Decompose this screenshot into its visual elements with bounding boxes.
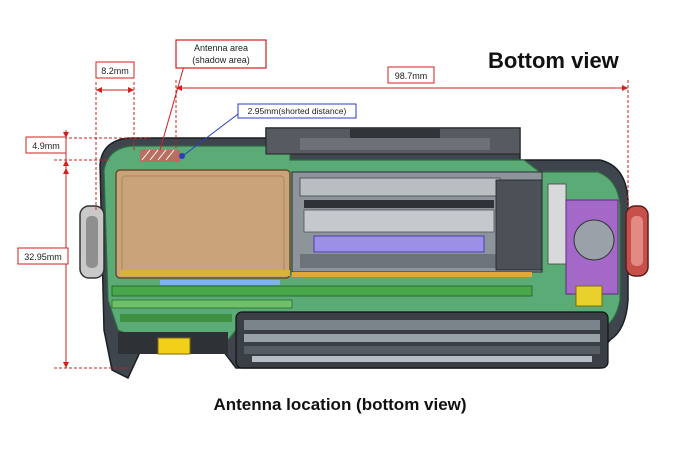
dim-8-2-label: 8.2mm — [101, 66, 129, 76]
pcb-second — [111, 299, 293, 309]
lcd-glass — [252, 356, 592, 362]
figure-caption: Antenna location (bottom view) — [213, 395, 467, 414]
right-strap-lug-inner — [631, 216, 643, 266]
top-cap — [350, 128, 440, 138]
dim-4-9-box — [25, 136, 67, 154]
dim-98-7-label: 98.7mm — [395, 71, 428, 81]
camera-body — [79, 127, 649, 380]
blue-strip — [160, 280, 280, 285]
lcd-layer-1 — [244, 320, 600, 330]
pcb-main — [111, 285, 533, 297]
left-strap-lug-inner — [86, 216, 98, 268]
yellow-component — [575, 285, 603, 307]
mechanism-side-block — [495, 179, 543, 271]
mechanism-top — [299, 177, 501, 197]
dim-4-9-label: 4.9mm — [32, 141, 60, 151]
arrow-32-95-top — [63, 168, 69, 174]
mechanism-dark-bar — [304, 200, 494, 208]
antenna-area-line2: (shadow area) — [192, 55, 250, 65]
antenna-shadow-area — [140, 150, 180, 162]
arrow-8-2-left — [96, 87, 102, 93]
dim-32-95-box — [17, 247, 69, 265]
arrow-98-7-left — [176, 85, 182, 91]
pcb-third — [120, 314, 232, 322]
mechanism-lower — [300, 254, 500, 268]
sensor-strip — [313, 235, 485, 253]
antenna-area-line1: Antenna area — [194, 43, 248, 53]
mechanism-mid — [303, 209, 495, 233]
connector-strip — [120, 270, 290, 276]
arrow-8-2-right — [128, 87, 134, 93]
dim-8-2-box — [95, 61, 135, 79]
view-title: Bottom view — [488, 48, 619, 73]
mechanism-side-detail — [547, 183, 567, 265]
lcd-layer-3 — [244, 346, 600, 354]
dimension-lines — [54, 80, 629, 369]
arrow-4-9-bottom — [63, 160, 69, 166]
antenna-area-box — [175, 39, 267, 69]
yellow-connector — [157, 337, 191, 355]
top-block-inner — [300, 138, 490, 150]
flex-cable — [292, 272, 532, 277]
dimension-arrows — [63, 85, 628, 368]
shortest-distance-label: 2.95mm(shorted distance) — [248, 106, 347, 116]
dim-32-95-label: 32.95mm — [24, 252, 62, 262]
arrow-4-9-top — [63, 132, 69, 138]
arrow-98-7-right — [622, 85, 628, 91]
distance-leader-line — [179, 113, 239, 159]
lcd-layer-2 — [244, 334, 600, 342]
antenna-leader-line — [159, 65, 185, 151]
distance-leader-dot — [179, 153, 185, 159]
round-component — [573, 219, 615, 261]
dim-98-7-box — [387, 66, 435, 84]
antenna-hatch — [141, 149, 175, 161]
shortest-distance-box — [237, 103, 357, 119]
battery — [115, 169, 291, 279]
arrow-32-95-bottom — [63, 362, 69, 368]
